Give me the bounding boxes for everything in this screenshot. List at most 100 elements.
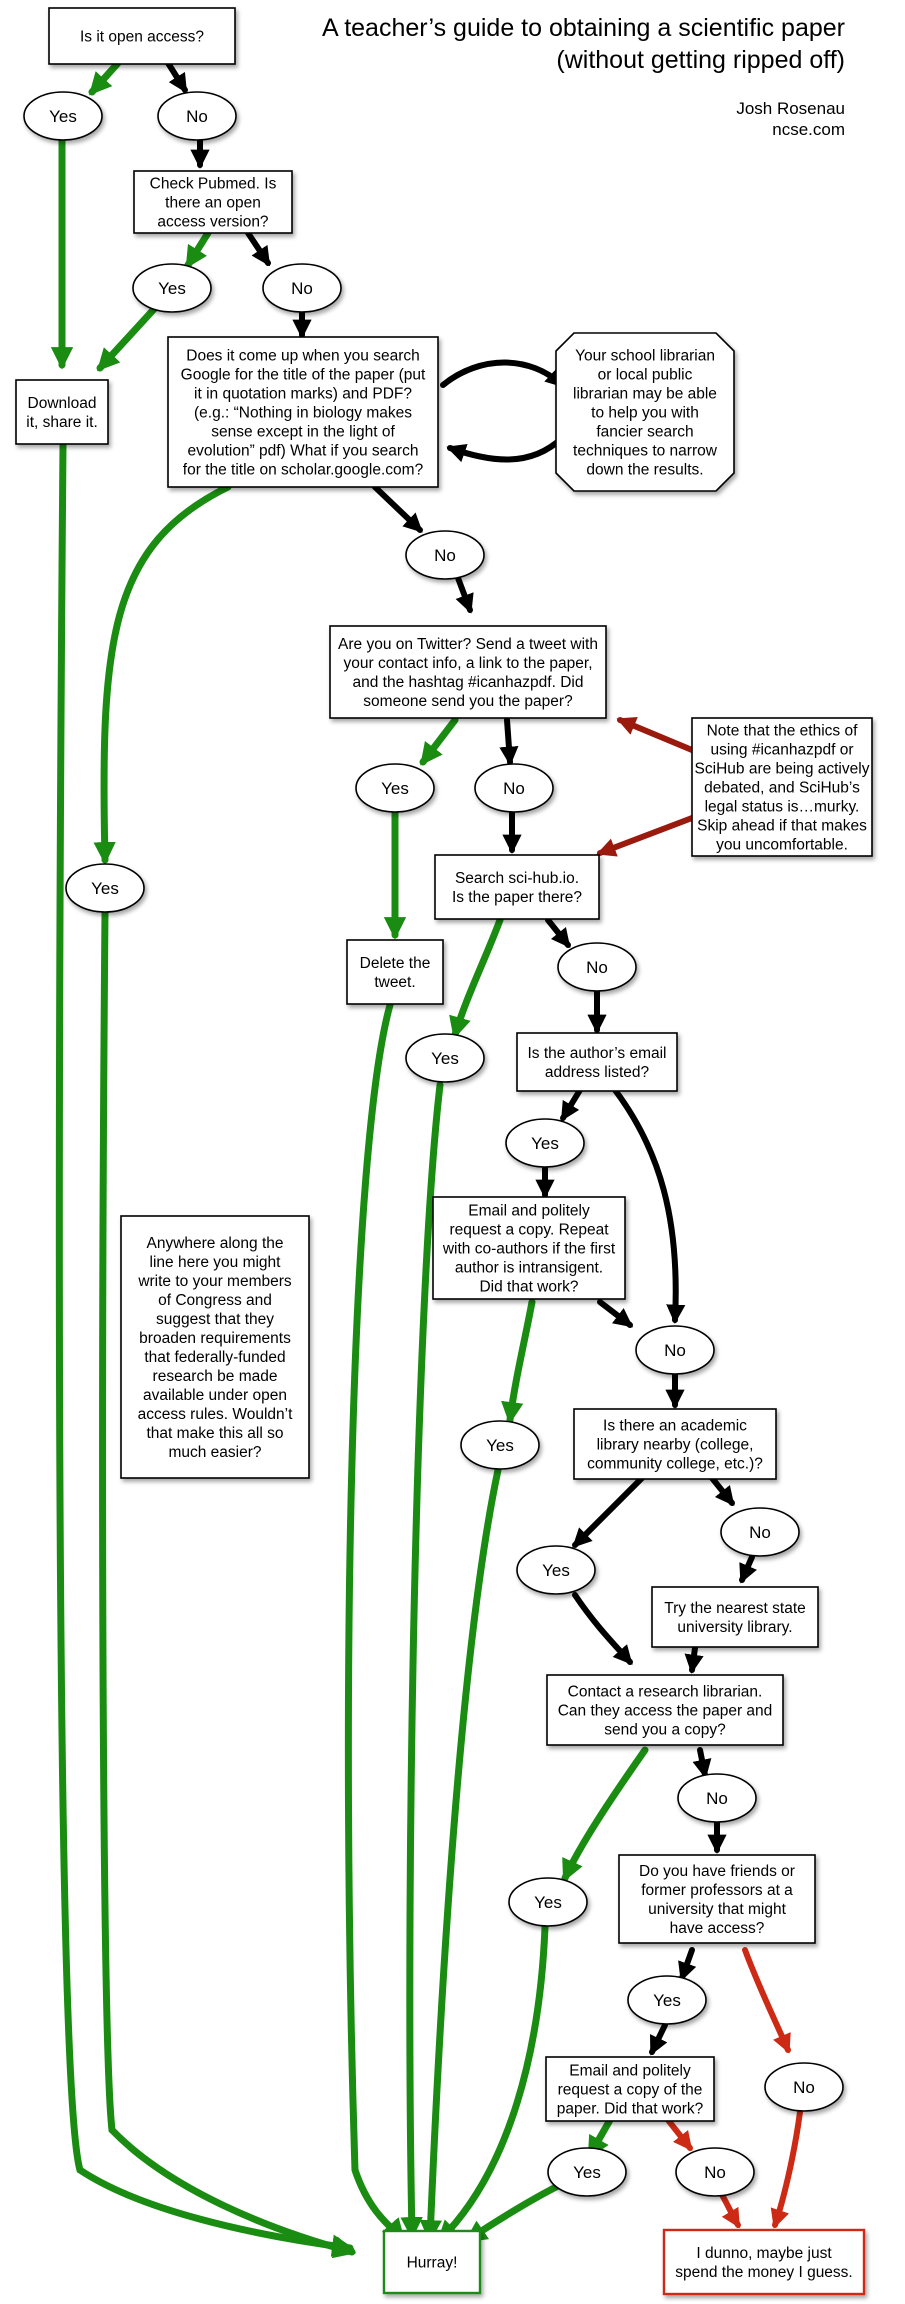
node-text-open-access: Is it open access? bbox=[80, 29, 204, 46]
node-delete-tweet bbox=[346, 939, 444, 1005]
answer-yes-academic bbox=[516, 1545, 596, 1595]
answer-label-no: No bbox=[749, 1523, 771, 1542]
node-research-librarian bbox=[546, 1674, 784, 1746]
edge-pubmed-to-no bbox=[245, 230, 271, 267]
edge-open-to-yes bbox=[88, 59, 122, 96]
node-state-university bbox=[651, 1586, 819, 1648]
edge-no-to-twitter bbox=[455, 575, 474, 614]
node-email-author bbox=[432, 1196, 626, 1300]
edge-state-to-librarian bbox=[684, 1645, 704, 1674]
answer-no-google bbox=[405, 530, 485, 580]
answer-label-yes: Yes bbox=[486, 1436, 514, 1455]
title-line-1: A teacher’s guide to obtaining a scienti… bbox=[321, 14, 845, 42]
edge-google-to-librarian bbox=[440, 359, 565, 388]
edge-twitter-to-yes bbox=[419, 716, 459, 766]
node-academic-library bbox=[573, 1408, 777, 1480]
answer-label-yes: Yes bbox=[49, 107, 77, 126]
answer-yes-research bbox=[508, 1877, 588, 1927]
page-title: A teacher’s guide to obtaining a scienti… bbox=[322, 12, 845, 76]
answer-label-yes: Yes bbox=[531, 1134, 559, 1153]
answer-label-no: No bbox=[503, 779, 525, 798]
node-google bbox=[167, 336, 439, 488]
edge-yes-to-librarian bbox=[572, 1592, 633, 1665]
answer-yes-email-friends bbox=[547, 2147, 627, 2197]
site-name: ncse.com bbox=[772, 120, 845, 139]
edge-email-to-no bbox=[597, 1299, 634, 1328]
edge-yes-librarian-to-hurray bbox=[436, 1923, 549, 2244]
edge-librarian-to-no bbox=[692, 1747, 712, 1779]
edge-pubmed-to-yes bbox=[184, 229, 212, 269]
edge-author-to-no bbox=[612, 1087, 686, 1324]
edge-email-friends-to-no bbox=[665, 2117, 693, 2152]
edge-google-to-no bbox=[372, 484, 423, 533]
edge-delete-to-hurray bbox=[344, 1001, 406, 2242]
answer-no-pubmed bbox=[262, 263, 342, 313]
node-email-friends bbox=[545, 2056, 715, 2122]
answer-label-no: No bbox=[704, 2163, 726, 2182]
edge-google-to-yes bbox=[93, 483, 232, 865]
answer-no-author-email bbox=[635, 1325, 715, 1375]
edge-yes-email-to-hurray bbox=[419, 1466, 502, 2243]
answer-label-yes: Yes bbox=[91, 879, 119, 898]
node-open-access bbox=[48, 7, 236, 65]
answer-no-friends bbox=[764, 2062, 844, 2112]
answer-yes-scihub bbox=[405, 1033, 485, 1083]
answer-yes-google bbox=[65, 863, 145, 913]
node-twitter bbox=[329, 625, 607, 719]
edge-open-to-no bbox=[165, 60, 188, 94]
answer-label-no: No bbox=[186, 107, 208, 126]
answer-yes-twitter bbox=[355, 763, 435, 813]
edge-scihub-to-yes bbox=[449, 916, 504, 1040]
title-line-2: (without getting ripped off) bbox=[556, 46, 845, 74]
node-congress-note bbox=[120, 1215, 310, 1479]
edge-friends-to-yes bbox=[678, 1947, 697, 1982]
answer-label-yes: Yes bbox=[158, 279, 186, 298]
node-ethics-note bbox=[691, 717, 873, 857]
answer-no-scihub bbox=[557, 942, 637, 992]
node-text-hurray: Hurray! bbox=[407, 2255, 458, 2272]
node-check-pubmed bbox=[133, 170, 293, 234]
edge-yes-scihub-to-hurray bbox=[400, 1081, 444, 2240]
edge-academic-to-yes bbox=[572, 1475, 645, 1548]
edge-ethics-to-twitter bbox=[616, 717, 695, 753]
answer-no-open-access bbox=[157, 91, 237, 141]
answer-label-yes: Yes bbox=[381, 779, 409, 798]
node-text-scihub: Search sci-hub.io.Is the paper there? bbox=[452, 870, 582, 906]
answer-label-no: No bbox=[664, 1341, 686, 1360]
node-author-email bbox=[516, 1032, 678, 1092]
answer-label-no: No bbox=[706, 1789, 728, 1808]
answer-no-research bbox=[677, 1773, 757, 1823]
edge-librarian-to-google bbox=[446, 435, 565, 463]
author-name: Josh Rosenau bbox=[736, 99, 845, 118]
answer-label-no: No bbox=[586, 958, 608, 977]
answer-label-yes: Yes bbox=[653, 1991, 681, 2010]
edge-no-final-to-spend bbox=[719, 2192, 741, 2229]
node-spend-money bbox=[662, 2228, 866, 2296]
edge-friends-to-no bbox=[742, 1947, 791, 2054]
answer-label-no: No bbox=[793, 2078, 815, 2097]
edge-librarian-to-yes bbox=[561, 1746, 649, 1883]
edge-author-to-yes bbox=[560, 1087, 583, 1122]
node-librarian-note bbox=[555, 332, 735, 492]
node-friends bbox=[618, 1854, 816, 1944]
node-hurray bbox=[382, 2229, 482, 2295]
answer-yes-pubmed bbox=[132, 263, 212, 313]
answer-label-yes: Yes bbox=[534, 1893, 562, 1912]
answer-label-yes: Yes bbox=[542, 1561, 570, 1580]
answer-label-yes: Yes bbox=[573, 2163, 601, 2182]
answer-no-twitter bbox=[474, 763, 554, 813]
